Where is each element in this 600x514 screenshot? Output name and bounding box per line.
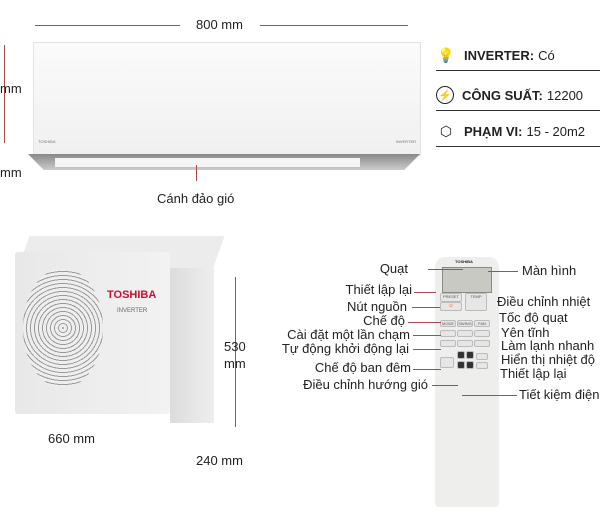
power-bolt-icon: ⚡ xyxy=(436,86,454,104)
label-screen: Màn hình xyxy=(522,263,577,278)
eco-button[interactable] xyxy=(457,340,473,347)
pointer-line xyxy=(413,335,441,336)
auto-restart-button[interactable] xyxy=(440,340,456,347)
fix-button[interactable] xyxy=(457,330,473,337)
quiet-button[interactable] xyxy=(474,330,490,337)
label-preset: Thiết lập lại xyxy=(345,282,412,297)
label-sleep: Chế độ ban đêm xyxy=(314,360,411,375)
reset-button[interactable] xyxy=(476,362,488,369)
spec-value: 15 - 20m2 xyxy=(526,123,586,139)
pointer-line xyxy=(413,349,441,350)
one-touch-button[interactable] xyxy=(440,330,456,337)
dimension-line xyxy=(235,277,236,427)
louver-label: Cánh đảo gió xyxy=(157,191,235,206)
spec-range: ⬡ PHẠM VI:15 - 20m2 xyxy=(436,116,600,147)
label-auto-restart: Tự động khởi động lại xyxy=(281,341,409,356)
indoor-height-label: mm xyxy=(0,81,22,96)
outdoor-width: 660 mm xyxy=(48,431,95,446)
pointer-line xyxy=(462,395,517,396)
label-one-touch: Cài đặt một lần chạm xyxy=(287,327,410,342)
outdoor-brand: TOSHIBA xyxy=(107,289,157,301)
label-mode: Chế độ xyxy=(363,313,405,328)
outdoor-height-unit: mm xyxy=(224,356,246,371)
pointer-line xyxy=(488,271,518,272)
dimension-line xyxy=(260,25,408,26)
timer-down-button[interactable] xyxy=(457,361,465,369)
remote-control: TOSHIBA PRESET ⏻ TEMP MODE SWING FAN xyxy=(435,257,499,507)
preset-button[interactable]: PRESET xyxy=(440,293,462,302)
outdoor-unit: TOSHIBA INVERTER xyxy=(15,252,170,414)
sleep-button[interactable] xyxy=(440,357,454,368)
hipower-button[interactable] xyxy=(474,340,490,347)
label-reset: Thiết lập lại xyxy=(500,366,567,381)
swing-button[interactable]: SWING xyxy=(457,320,473,327)
indoor-width-label: 800 mm xyxy=(196,17,243,32)
label-swing: Điều chỉnh hướng gió xyxy=(303,377,428,392)
indoor-unit: TOSHIBA INVERTER xyxy=(33,42,421,156)
label-eco: Tiết kiệm điện xyxy=(519,387,600,402)
timer-up-button[interactable] xyxy=(457,351,465,359)
label-power: Nút nguồn xyxy=(347,299,407,314)
indoor-badge: INVERTER xyxy=(395,139,416,144)
spec-inverter: 💡 INVERTER:Có xyxy=(436,40,600,71)
pointer-line xyxy=(413,369,441,370)
spec-power: ⚡ CÔNG SUẤT:12200 xyxy=(436,80,600,111)
pointer-line xyxy=(414,292,436,293)
dimension-line xyxy=(4,45,5,143)
pointer-line xyxy=(432,385,458,386)
label-temp-display: Hiển thị nhiệt độ xyxy=(501,352,595,367)
outdoor-side xyxy=(170,268,214,423)
indoor-brand: TOSHIBA xyxy=(38,139,56,144)
mode-button[interactable]: MODE xyxy=(440,320,456,327)
pointer-line xyxy=(412,307,440,308)
power-button[interactable]: ⏻ xyxy=(440,302,462,311)
temp-display-button[interactable] xyxy=(476,353,488,360)
cube-icon: ⬡ xyxy=(439,122,453,139)
label-fan: Quạt xyxy=(379,261,408,276)
spec-label: INVERTER: xyxy=(464,47,535,63)
fan-grille xyxy=(23,268,103,388)
fan-button[interactable]: FAN xyxy=(474,320,490,327)
label-quiet: Yên tĩnh xyxy=(501,325,550,340)
outdoor-depth: 240 mm xyxy=(196,453,243,468)
timer-up2-button[interactable] xyxy=(466,351,474,359)
spec-label: PHẠM VI: xyxy=(464,123,523,139)
spec-label: CÔNG SUẤT: xyxy=(462,87,543,103)
remote-screen xyxy=(442,267,492,293)
outdoor-height: 530 xyxy=(224,339,246,354)
lightbulb-icon: 💡 xyxy=(437,46,455,63)
dimension-line xyxy=(35,25,180,26)
timer-down2-button[interactable] xyxy=(466,361,474,369)
louver-blade xyxy=(55,158,360,167)
outdoor-badge: INVERTER xyxy=(117,308,148,314)
label-hipower: Làm lạnh nhanh xyxy=(501,338,595,353)
spec-value: Có xyxy=(538,47,555,63)
label-fan-speed: Tốc độ quạt xyxy=(499,310,568,325)
indoor-depth-label: mm xyxy=(0,165,22,180)
remote-brand: TOSHIBA xyxy=(455,259,473,264)
spec-value: 12200 xyxy=(546,87,584,103)
pointer-line xyxy=(428,269,463,270)
louver-pointer xyxy=(196,165,197,181)
pointer-line xyxy=(408,322,441,323)
label-temp-adjust: Điều chỉnh nhiệt xyxy=(497,294,591,309)
temp-button[interactable]: TEMP xyxy=(465,293,487,311)
